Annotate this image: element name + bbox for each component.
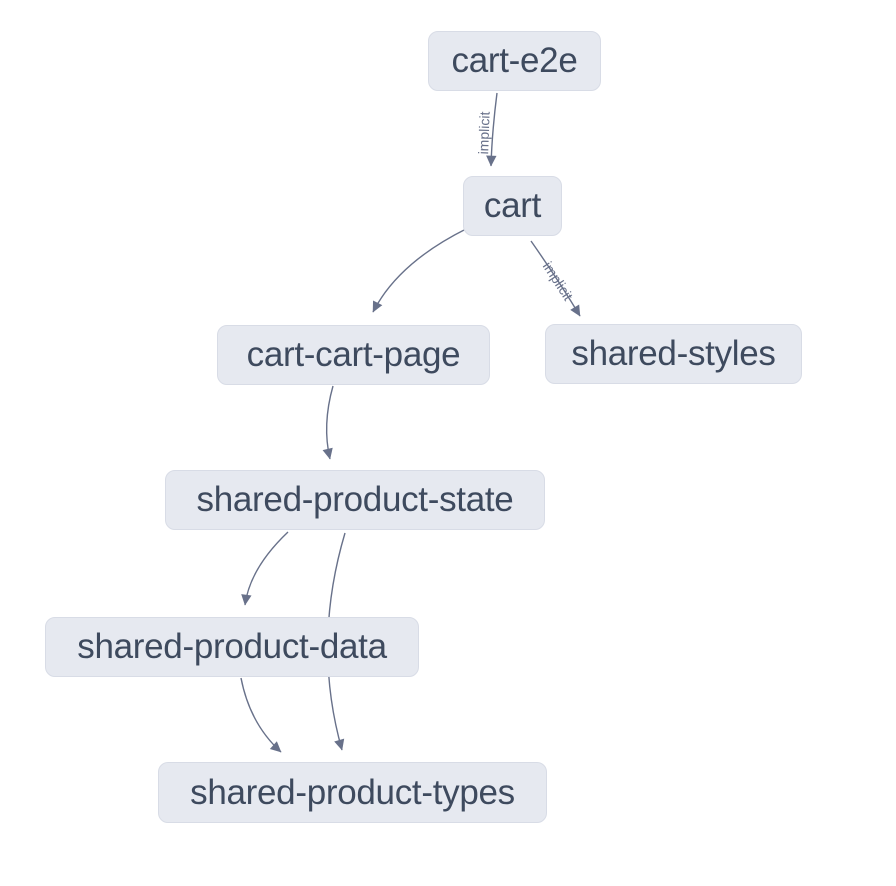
- edge-shared-product-state-to-shared-product-data: [241, 531, 289, 606]
- graph-node-shared-styles[interactable]: shared-styles: [545, 324, 802, 384]
- node-label: shared-styles: [571, 334, 776, 373]
- graph-node-shared-product-types[interactable]: shared-product-types: [158, 762, 547, 823]
- node-label: cart-e2e: [451, 41, 578, 80]
- graph-node-cart-e2e[interactable]: cart-e2e: [428, 31, 601, 91]
- node-label: shared-product-data: [77, 627, 387, 666]
- node-label: cart-cart-page: [246, 335, 461, 374]
- edge-label-implicit: implicit: [475, 111, 492, 154]
- graph-node-cart[interactable]: cart: [463, 176, 562, 236]
- edge-cart-to-shared-styles: [530, 240, 581, 317]
- graph-node-shared-product-data[interactable]: shared-product-data: [45, 617, 419, 677]
- graph-node-shared-product-state[interactable]: shared-product-state: [165, 470, 545, 530]
- node-label: shared-product-types: [190, 772, 515, 812]
- edge-cart-cart-page-to-shared-product-state: [322, 385, 334, 460]
- node-label: shared-product-state: [196, 480, 514, 519]
- edge-cart-e2e-to-cart: [486, 92, 498, 167]
- edge-label-implicit: implicit: [540, 259, 577, 304]
- edge-shared-product-data-to-shared-product-types: [240, 677, 282, 753]
- graph-node-cart-cart-page[interactable]: cart-cart-page: [217, 325, 490, 385]
- node-label: cart: [483, 186, 542, 225]
- edge-cart-to-cart-cart-page: [372, 228, 467, 313]
